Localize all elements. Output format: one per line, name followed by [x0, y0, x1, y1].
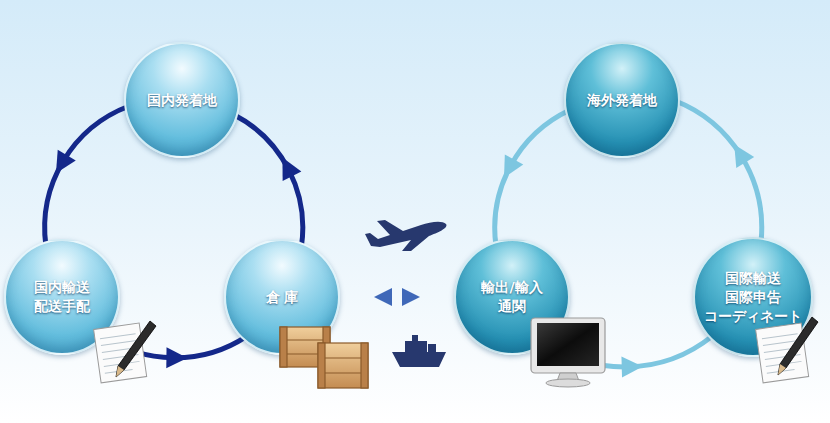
cycle-line — [45, 106, 130, 246]
arrow-head — [402, 288, 420, 306]
process-circle: 国際輸送 国際申告 コーディネート — [693, 237, 813, 357]
cycle-line — [495, 110, 570, 246]
process-circle: 倉 庫 — [224, 239, 340, 355]
node-label: 国際輸送 国際申告 コーディネート — [701, 269, 805, 326]
flow-connector — [543, 336, 712, 377]
cycle-line — [234, 114, 303, 247]
arrow-head — [734, 145, 754, 168]
process-circle: 海外発着地 — [564, 42, 680, 158]
arrow-head — [166, 347, 187, 368]
process-circle: 国内発着地 — [124, 42, 240, 158]
flow-connector — [101, 335, 247, 369]
node-label: 海外発着地 — [572, 91, 672, 110]
flow-connector — [45, 106, 130, 246]
arrow-head — [621, 357, 642, 378]
flow-connector — [495, 110, 570, 246]
flow-connector — [674, 101, 761, 240]
process-circle: 輸出/輸入 通関 — [454, 239, 570, 355]
node-label: 倉 庫 — [237, 288, 327, 307]
airplane-icon — [365, 220, 446, 251]
ship-icon — [392, 335, 446, 367]
node-label: 輸出/輸入 通関 — [472, 278, 552, 316]
flow-connector — [234, 114, 303, 247]
node-label: 国内輸送 配送手配 — [26, 278, 98, 316]
arrow-head — [504, 154, 523, 177]
arrow-head — [374, 288, 392, 306]
arrow-head — [282, 157, 301, 180]
flow-connector — [374, 288, 420, 306]
arrow-head — [56, 150, 76, 173]
node-label: 国内発着地 — [132, 91, 232, 110]
process-circle: 国内輸送 配送手配 — [4, 239, 120, 355]
cycle-line — [674, 101, 761, 240]
